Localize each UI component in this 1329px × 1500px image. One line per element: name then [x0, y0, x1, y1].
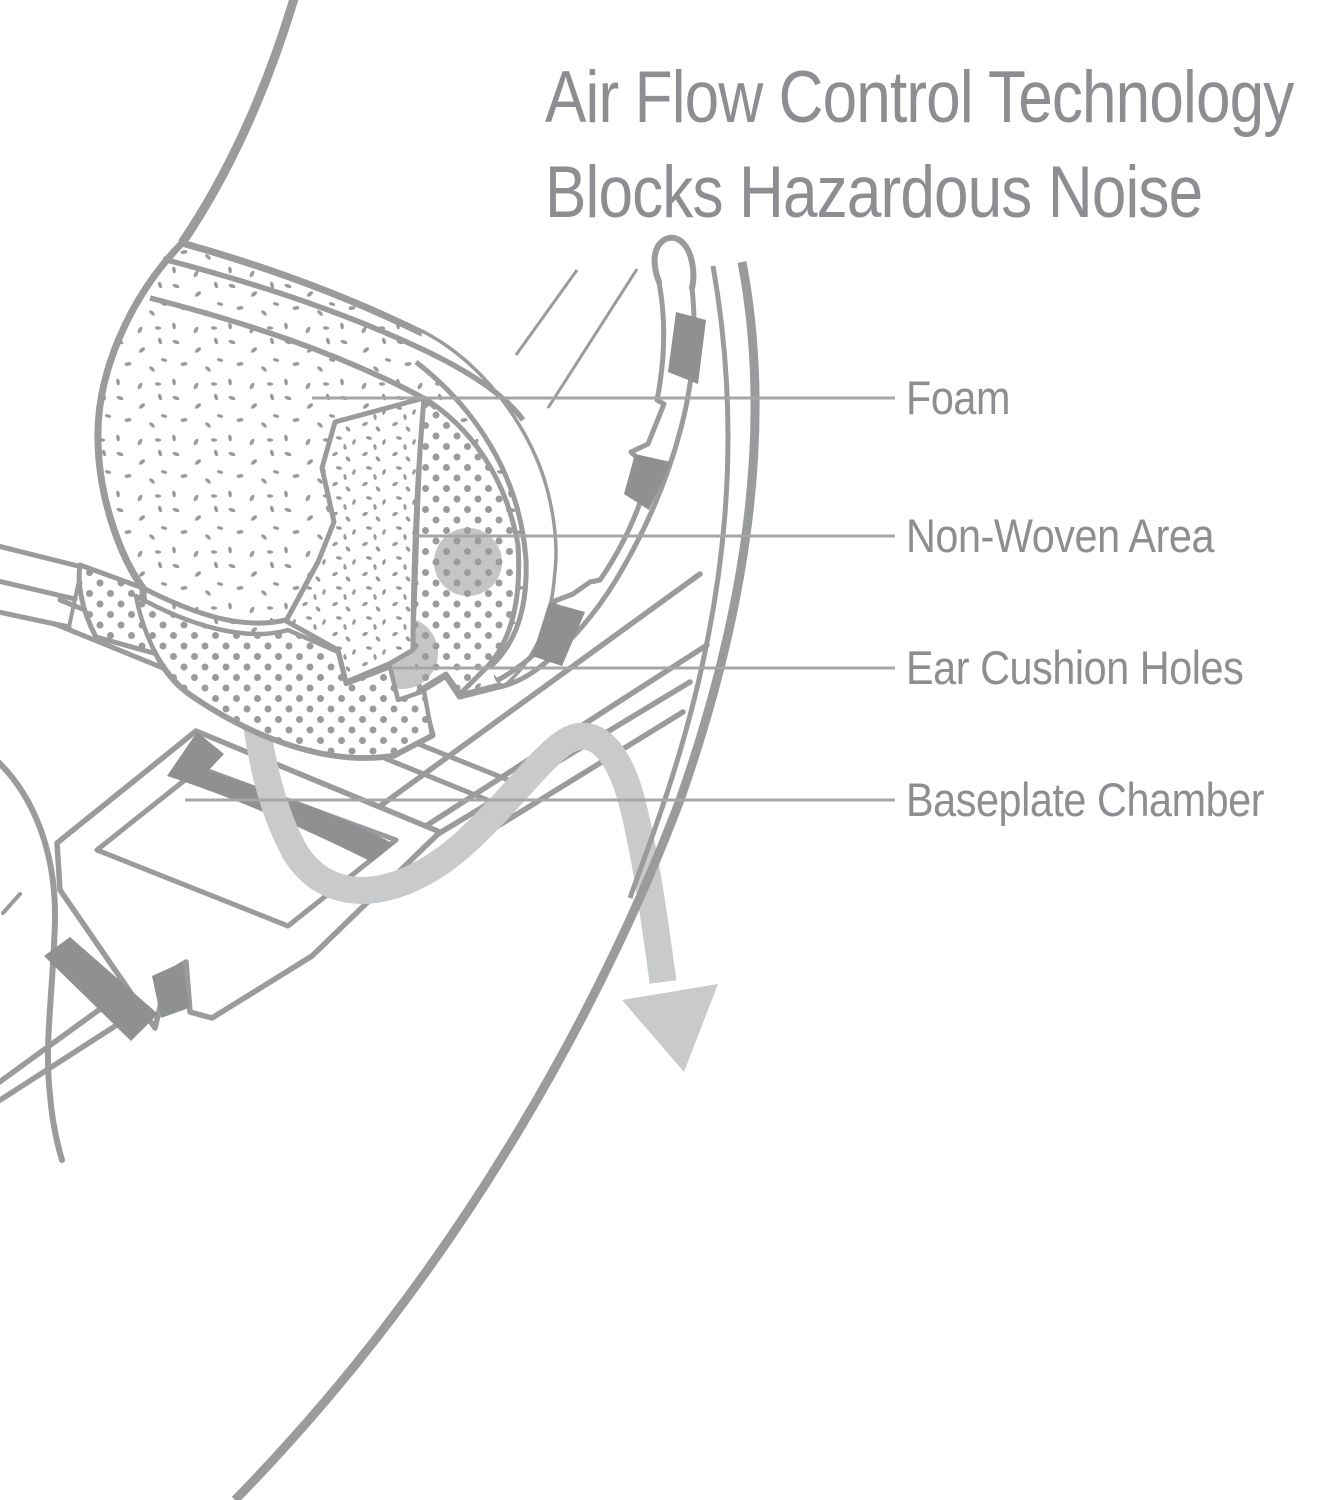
tick-mark	[1, 892, 22, 915]
label-non-woven-area: Non-Woven Area	[906, 509, 1215, 562]
rim-hook	[651, 234, 697, 291]
diagram-title: Air Flow Control Technology Blocks Hazar…	[545, 50, 1294, 240]
label-baseplate-chamber: Baseplate Chamber	[906, 773, 1265, 826]
chamber-notch-shadow	[152, 962, 189, 1018]
ratchet-tooth	[624, 454, 671, 510]
air-flow-arrow-head	[622, 984, 718, 1072]
hatch-mark	[514, 269, 579, 356]
cup-outer-arc	[231, 261, 760, 1500]
ratchet-tooth	[532, 602, 585, 666]
plate-left-edge	[0, 543, 85, 570]
ear-cushion-assembly	[76, 0, 558, 761]
air-flow-arrow-icon	[236, 555, 718, 1072]
headband-wire	[178, 0, 299, 246]
foam-bottom-edge	[141, 585, 287, 626]
ear-cup-shell-arcs	[231, 261, 760, 1500]
leader-lines	[185, 396, 895, 802]
plate-left-edge	[0, 578, 78, 602]
non-woven-under-texture	[136, 596, 432, 758]
label-foam: Foam	[906, 371, 1010, 424]
air-flow-arrow-shaft	[236, 555, 677, 984]
hatch-mark	[546, 268, 639, 409]
chamber-shadow-bottom	[44, 937, 158, 1041]
foam-cut-face-texture	[286, 398, 424, 682]
foam-top-seam-1	[162, 256, 526, 422]
plate-left-edge	[0, 609, 72, 630]
title-line-2: Blocks Hazardous Noise	[545, 152, 1203, 233]
ear-cup-rim	[491, 234, 706, 691]
cup-inner-arc	[627, 265, 731, 899]
ratchet-tooth	[668, 312, 706, 384]
baseplate-strip-texture	[79, 565, 157, 654]
title-line-1: Air Flow Control Technology	[545, 57, 1294, 138]
cushion-lip-seam	[414, 360, 529, 670]
chamber-inner-opening	[94, 765, 399, 929]
air-entry-hatch-marks	[514, 268, 639, 409]
cushion-lip	[416, 333, 555, 685]
cup-far-side-curve	[0, 759, 65, 1163]
label-ear-cushion-holes: Ear Cushion Holes	[906, 641, 1244, 694]
non-woven-texture	[412, 398, 519, 694]
